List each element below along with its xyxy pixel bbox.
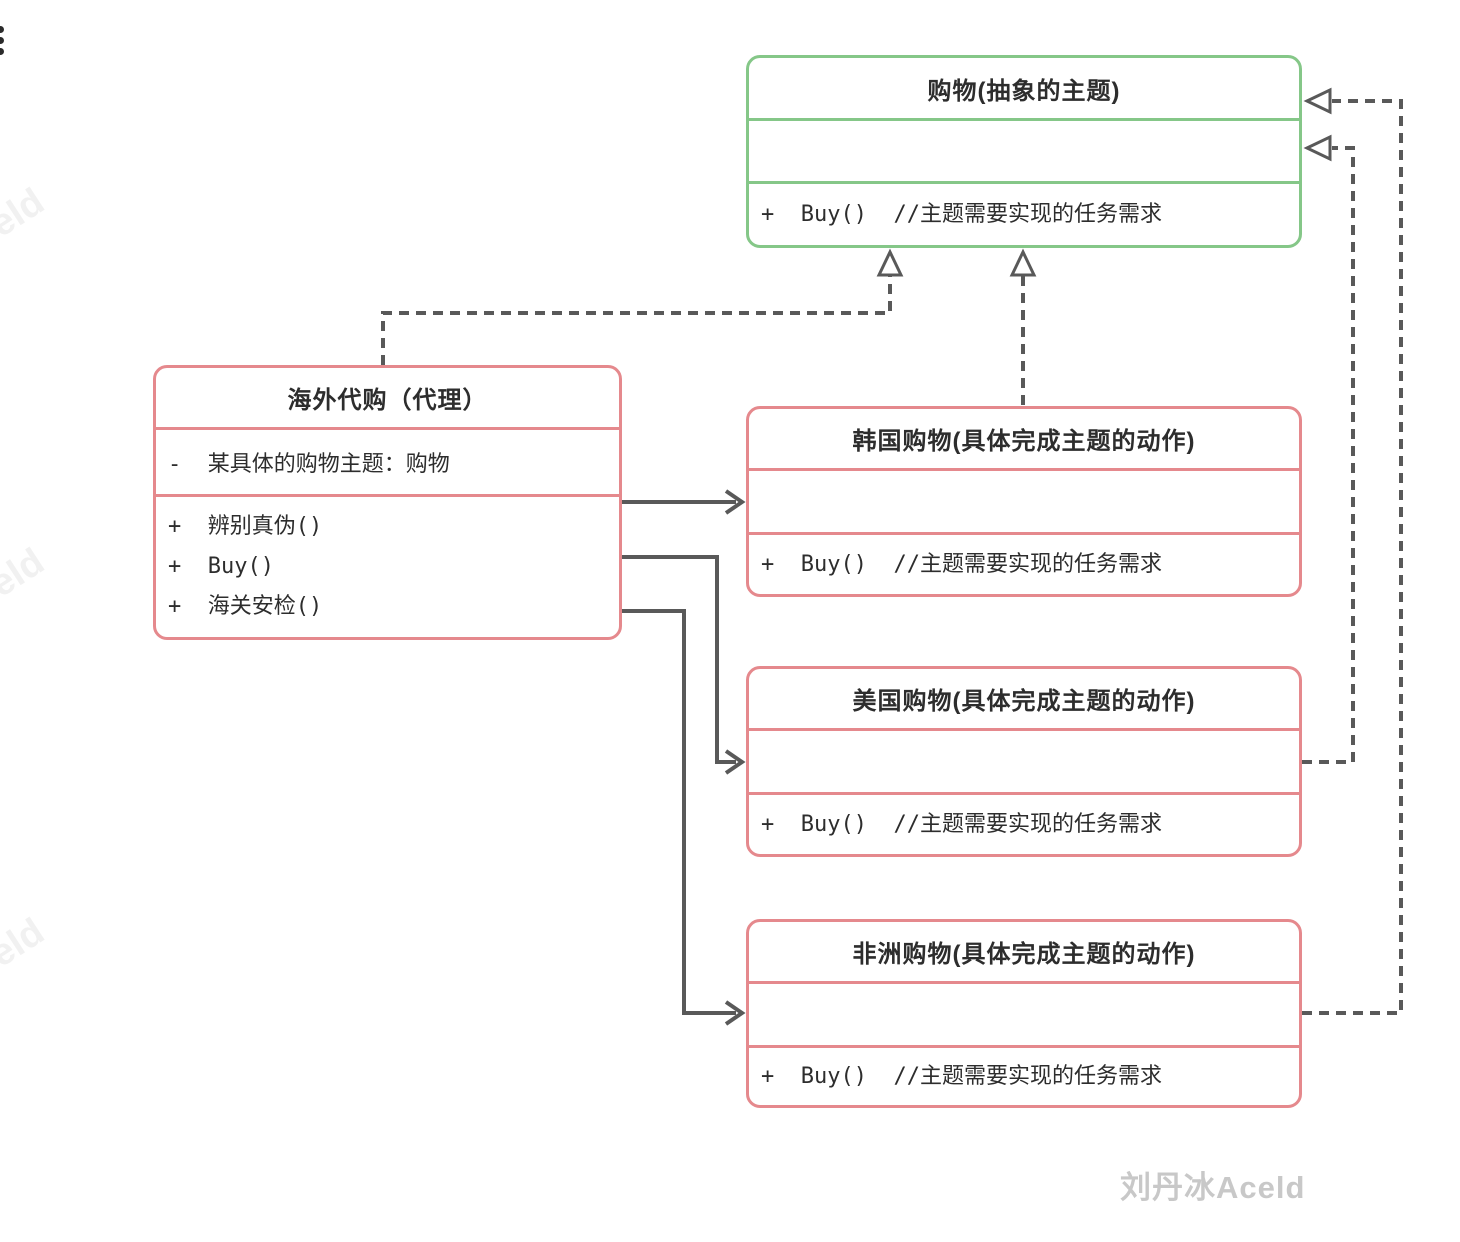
- class-methods: + Buy() //主题需要实现的任务需求: [749, 792, 1299, 854]
- class-box-africa-shopping: 非洲购物(具体完成主题的动作) + Buy() //主题需要实现的任务需求: [746, 919, 1302, 1108]
- class-title: 海外代购（代理）: [287, 387, 488, 414]
- method-line: + 辨别真伪(): [168, 514, 323, 539]
- class-title: 非洲购物(具体完成主题的动作): [852, 941, 1196, 968]
- class-attribute-line: - 某具体的购物主题：购物: [156, 427, 619, 494]
- class-methods: + 辨别真伪() + Buy() + 海关安检(): [156, 494, 619, 637]
- class-box-proxy: 海外代购（代理） - 某具体的购物主题：购物 + 辨别真伪() + Buy() …: [153, 365, 622, 640]
- class-title: 购物(抽象的主题): [927, 77, 1121, 105]
- realization-korea-to-subject-arrow: [1009, 248, 1037, 405]
- method-line: + Buy() //主题需要实现的任务需求: [761, 551, 1162, 577]
- class-methods: + Buy() //主题需要实现的任务需求: [749, 1045, 1299, 1105]
- class-methods: + Buy() //主题需要实现的任务需求: [749, 532, 1299, 594]
- class-box-korea-shopping: 韩国购物(具体完成主题的动作) + Buy() //主题需要实现的任务需求: [746, 406, 1302, 597]
- realization-africa-to-subject-arrow: [1302, 87, 1403, 1015]
- class-methods: + Buy() //主题需要实现的任务需求: [749, 181, 1299, 245]
- class-attributes-empty: [749, 468, 1299, 532]
- kebab-menu-icon[interactable]: [0, 22, 7, 59]
- class-title: 美国购物(具体完成主题的动作): [852, 688, 1196, 715]
- class-attributes-empty: [749, 728, 1299, 792]
- association-proxy-to-korea-arrow: [622, 489, 746, 515]
- method-line: + Buy() //主题需要实现的任务需求: [761, 1063, 1162, 1089]
- association-proxy-to-africa-arrow: [622, 609, 746, 1026]
- method-line: + Buy() //主题需要实现的任务需求: [761, 811, 1162, 837]
- method-line: + Buy(): [168, 554, 274, 579]
- class-attributes-empty: [749, 118, 1299, 181]
- method-line: + 海关安检(): [168, 594, 323, 619]
- author-watermark: 刘丹冰Aceld: [1120, 1170, 1306, 1205]
- class-attributes-empty: [749, 981, 1299, 1045]
- realization-usa-to-subject-arrow: [1302, 134, 1355, 764]
- method-line: + Buy() //主题需要实现的任务需求: [761, 201, 1162, 227]
- realization-proxy-to-subject-arrow: [381, 248, 904, 365]
- class-box-abstract-subject: 购物(抽象的主题) + Buy() //主题需要实现的任务需求: [746, 55, 1302, 248]
- association-proxy-to-usa-arrow: [622, 555, 746, 775]
- class-title: 韩国购物(具体完成主题的动作): [852, 428, 1196, 455]
- class-box-usa-shopping: 美国购物(具体完成主题的动作) + Buy() //主题需要实现的任务需求: [746, 666, 1302, 857]
